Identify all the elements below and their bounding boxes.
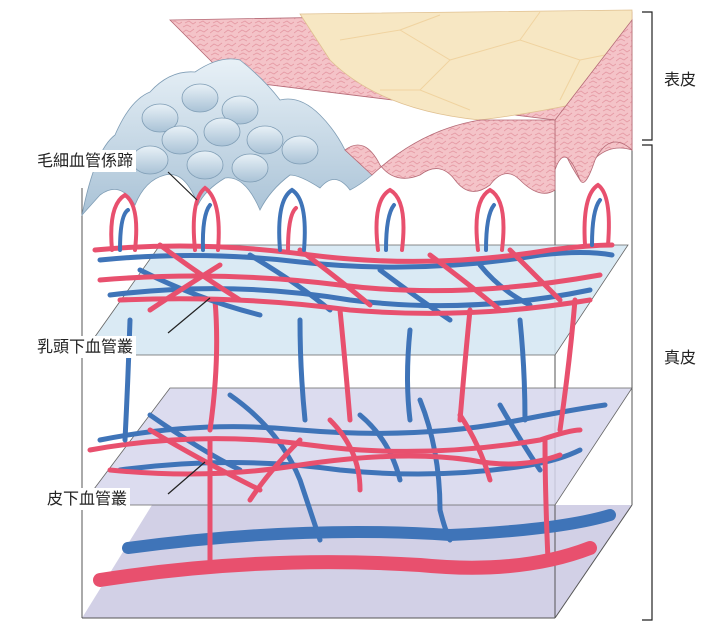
capillary-loops	[109, 182, 611, 252]
capillary-loop-label: 毛細血管係蹄	[34, 150, 137, 172]
deep-dermis-network	[87, 392, 608, 563]
corneum-cells	[339, 11, 631, 111]
dermal-papillae	[81, 58, 373, 217]
subcutaneous-plexus-label: 皮下血管叢	[44, 488, 131, 510]
epidermis-side	[554, 18, 633, 183]
connecting-vessels	[122, 297, 578, 443]
leader-lines	[167, 171, 211, 495]
layer-brackets	[642, 11, 653, 621]
epidermis-front-edge	[344, 119, 556, 194]
dermis-label: 真皮	[664, 348, 697, 367]
subcutaneous-vessels	[93, 509, 616, 587]
lower-plane	[81, 387, 633, 506]
subpapillary-plexus-label: 乳頭下血管叢	[34, 336, 137, 358]
epidermis-label: 表皮	[664, 70, 697, 89]
subpapillary-network	[92, 242, 615, 323]
